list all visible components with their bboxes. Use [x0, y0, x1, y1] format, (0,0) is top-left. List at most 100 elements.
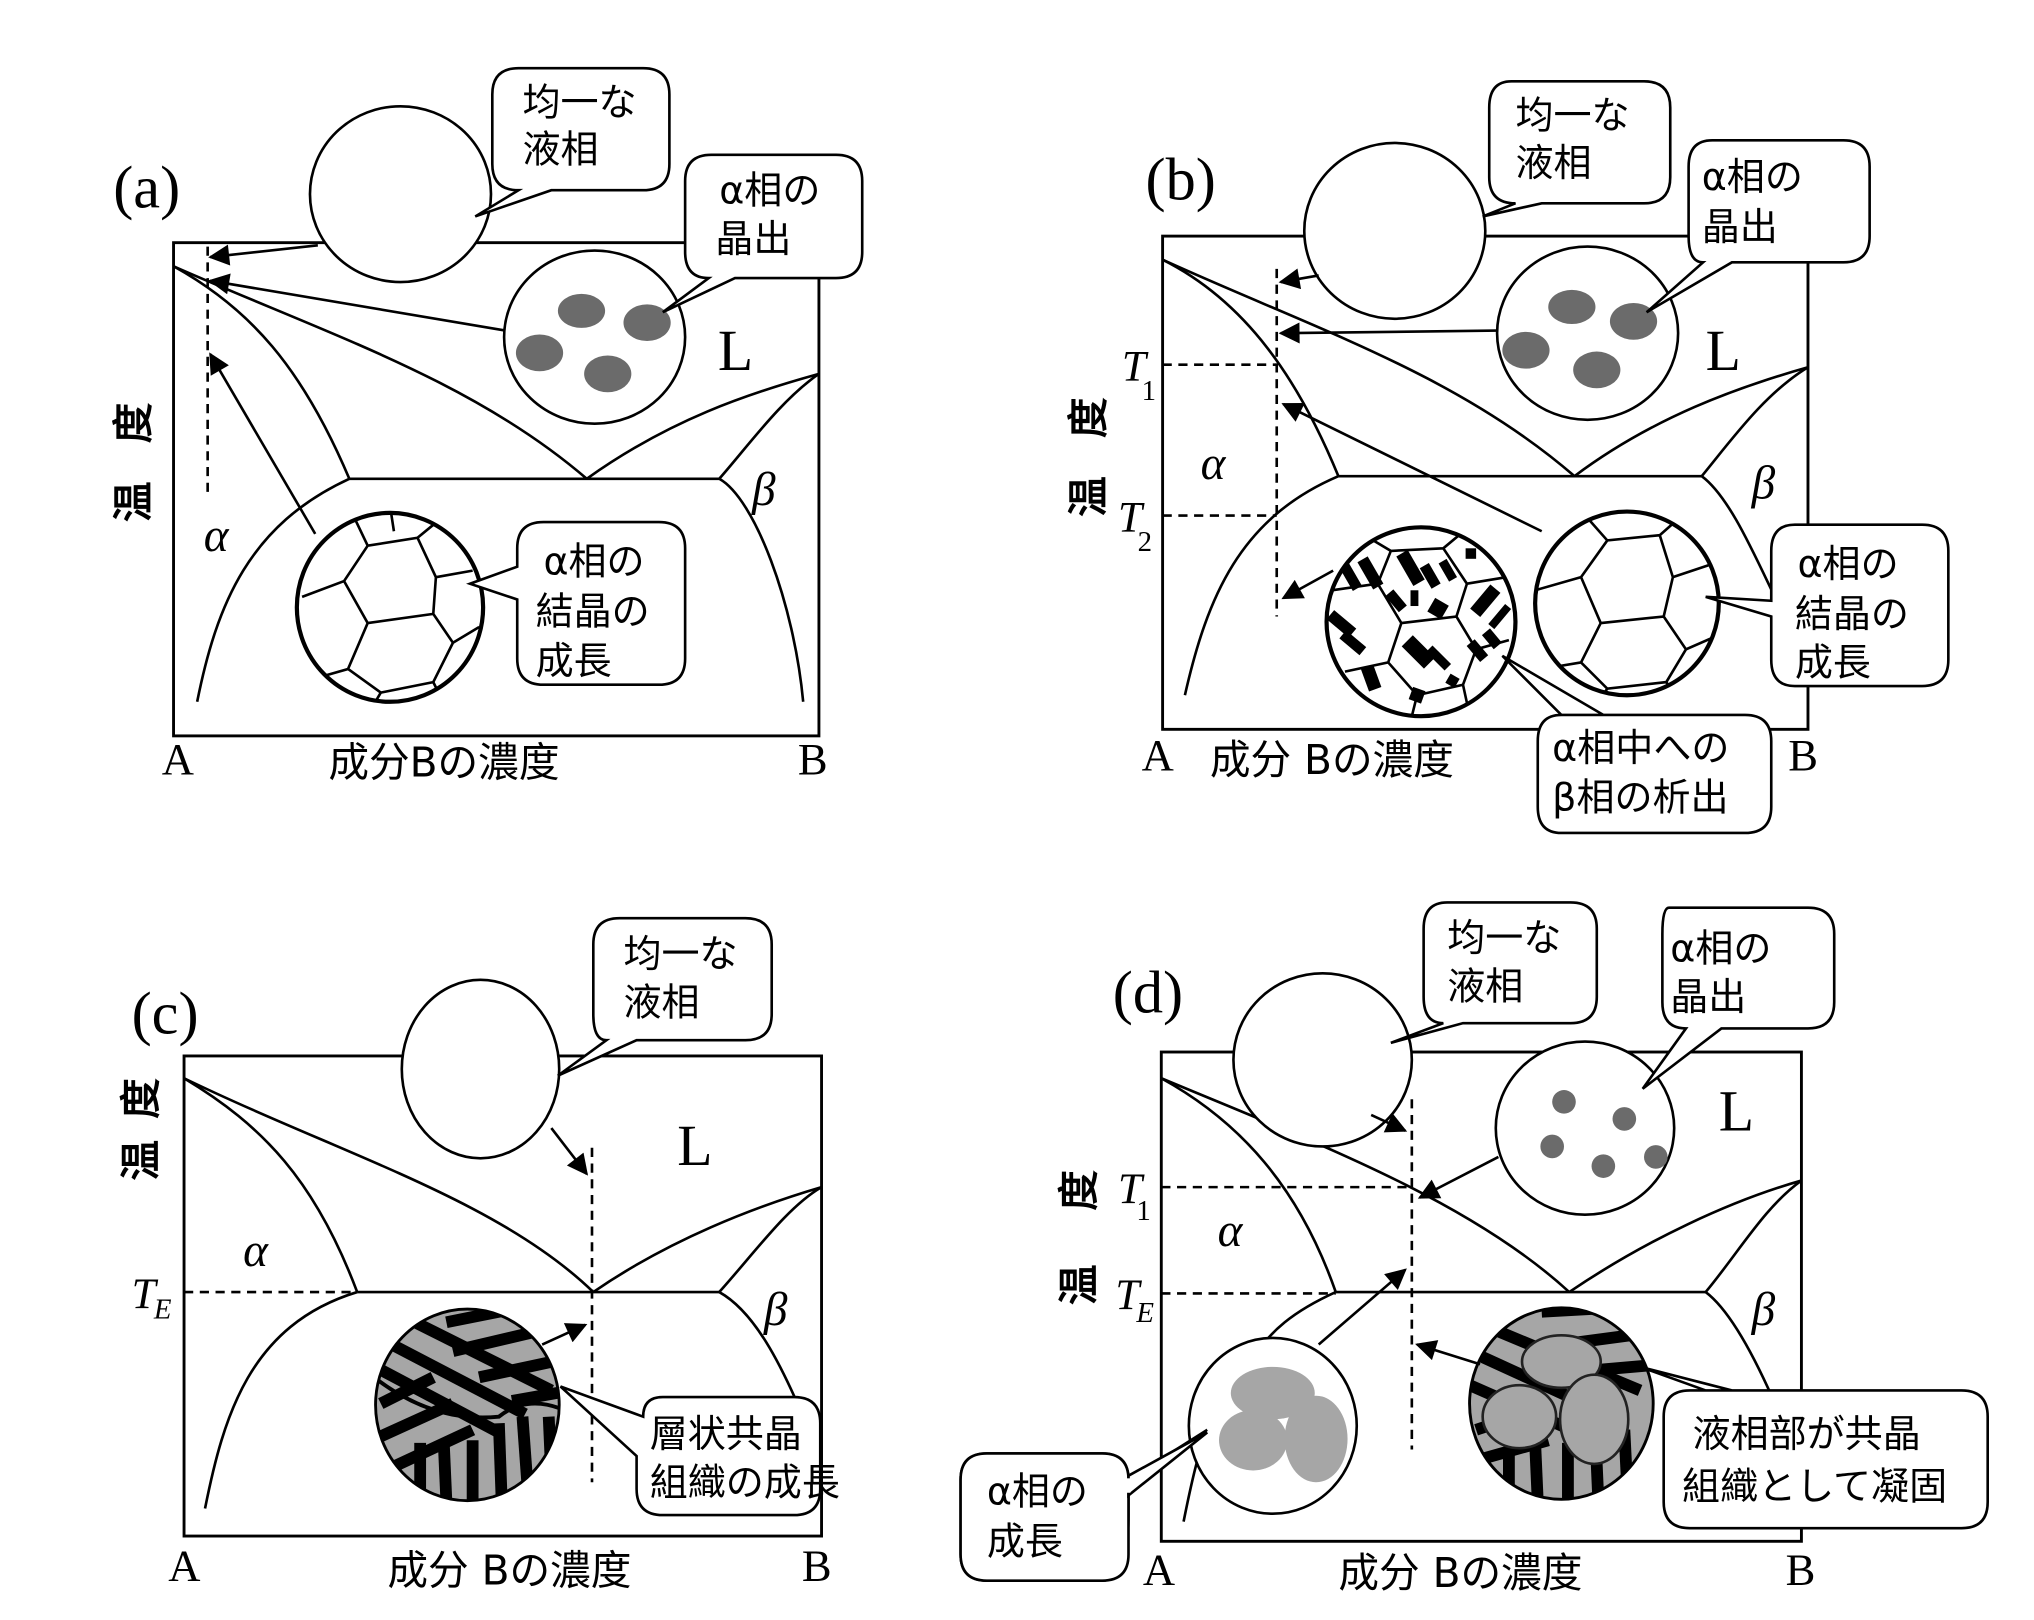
alpha-crystal: [1284, 1395, 1348, 1483]
axis-label-a-component: A: [1142, 730, 1174, 780]
solidus-right-d: [1704, 1179, 1803, 1293]
arrow-grain-b: [1281, 402, 1543, 533]
liquidus-left-b: [1162, 258, 1576, 478]
y-axis-char-1: 温: [117, 1140, 165, 1181]
solidus-right-b: [1700, 366, 1809, 477]
callout-liquid-d: [1390, 901, 1599, 1045]
axis-label-b-component: B: [802, 1541, 832, 1591]
solidus-left-b: [1162, 258, 1340, 477]
axis-label-a-component: A: [162, 734, 194, 784]
alpha-crystal: [1644, 1145, 1668, 1169]
arrow-primary-b: [1278, 322, 1498, 344]
callout-primary-a: [662, 153, 864, 314]
liquid-microstructure: [1302, 141, 1487, 321]
alpha-crystal: [584, 355, 632, 393]
callout-text: 成長: [987, 1519, 1063, 1563]
beta-precipitate-microstructure: [1324, 525, 1518, 719]
alpha-crystal: [623, 304, 671, 342]
callout-growth-box: [959, 1452, 1130, 1582]
alpha-grains-pattern: [296, 512, 484, 702]
y-axis-char-2: 度: [1064, 397, 1112, 438]
solidus-left-d: [1160, 1077, 1337, 1293]
liquidus-left-a: [173, 265, 588, 480]
axis-label-a-component: A: [1143, 1545, 1175, 1595]
panel-label-c: (c): [132, 981, 199, 1048]
x-axis-title: 成分 Bの濃度: [1210, 736, 1454, 784]
arrow-grain-a: [209, 352, 317, 535]
alpha-crystal: [515, 334, 564, 372]
liquidus-left-c: [183, 1077, 595, 1294]
y-axis-char-1: 温: [1064, 476, 1112, 517]
callout-text: 晶出: [1702, 205, 1778, 249]
diagram-frame-d: [1159, 1050, 1803, 1543]
t2-subscript: 2: [1138, 526, 1152, 558]
alpha-crystal: [1540, 1134, 1564, 1159]
liquid-microstructure: [1232, 972, 1414, 1148]
panel-d: (d) T 1 T E L α β A B 成分 Bの濃度 温 度 均一な 液相: [959, 901, 1989, 1597]
callout-eutectic-d: [1639, 1365, 1989, 1530]
phase-label-beta: β: [763, 1284, 788, 1336]
axis-label-b-component: B: [798, 734, 828, 784]
phase-label-alpha: α: [243, 1225, 269, 1277]
lamellar-eutectic-microstructure: [374, 1307, 561, 1503]
phase-label-liquid: L: [1706, 320, 1741, 383]
y-axis-char-2: 度: [1055, 1170, 1103, 1211]
eutectic-with-primary-pattern: [1469, 1307, 1654, 1500]
callout-text: α相の: [1702, 155, 1803, 199]
solidus-left-c: [183, 1077, 359, 1293]
callout-primary-b: [1645, 139, 1871, 314]
x-axis-title: 成分 Bの濃度: [1338, 1549, 1582, 1597]
alpha-crystal: [1573, 351, 1621, 389]
callout-text: α相の: [719, 168, 820, 212]
callout-text: α相中への: [1552, 726, 1729, 770]
phase-label-liquid: L: [718, 320, 753, 383]
axis-label-a-component: A: [168, 1541, 200, 1591]
liquidus-left-d: [1160, 1077, 1571, 1294]
callout-text: 液相: [522, 128, 598, 172]
callout-text: 晶出: [715, 217, 791, 261]
arrow-precipitate-b: [1281, 569, 1334, 600]
callout-text: 液相: [623, 980, 699, 1024]
callout-text: α相の: [1670, 927, 1771, 971]
callout-text: 均一な: [623, 932, 737, 976]
callout-text: 成長: [536, 639, 612, 683]
primary-alpha-microstructure: [502, 249, 687, 426]
callout-text: 結晶の: [1795, 592, 1909, 636]
arrow-eutectic-c: [541, 1323, 588, 1346]
y-axis-char-1: 温: [109, 481, 157, 522]
alpha-crystal: [1502, 331, 1550, 369]
beta-precipitate-pattern: [1326, 527, 1516, 717]
axis-label-b-component: B: [1788, 730, 1818, 780]
axis-label-b-component: B: [1786, 1545, 1816, 1595]
panel-label-d: (d): [1113, 960, 1183, 1027]
x-axis-title: 成分Bの濃度: [328, 739, 559, 787]
te-label: T: [1115, 1271, 1142, 1319]
primary-alpha-microstructure: [1494, 1040, 1676, 1216]
arrow-liquid-c: [550, 1127, 589, 1176]
te-subscript: E: [153, 1293, 172, 1325]
y-axis-char-2: 度: [117, 1078, 165, 1119]
callout-text: 結晶の: [536, 589, 650, 633]
liquid-microstructure: [400, 978, 561, 1160]
callout-eutectic-c: [559, 1385, 822, 1517]
arrow-primary-d: [1417, 1155, 1500, 1199]
solidus-left-a: [172, 265, 351, 480]
callout-precipitate-b: [1501, 654, 1773, 835]
liquidus-right-b: [1573, 366, 1809, 478]
y-axis-char-2: 度: [109, 402, 157, 443]
callout-text: α相の: [543, 540, 644, 584]
callout-liquid-a: [474, 66, 671, 218]
callout-text: 液相部が共晶: [1693, 1412, 1921, 1456]
t1-subscript: 1: [1136, 1195, 1150, 1227]
panel-c: (c) T E L α β A B 成分 Bの濃度 温 度 均一な 液相: [117, 916, 840, 1595]
solvus-left-c: [203, 1290, 358, 1509]
phase-label-liquid: L: [1719, 1081, 1754, 1144]
phase-label-alpha: α: [1201, 438, 1227, 490]
alpha-crystal: [1548, 289, 1596, 324]
callout-text: 均一な: [1515, 94, 1629, 138]
solvus-left-a: [195, 477, 350, 703]
t1-subscript: 1: [1142, 375, 1156, 407]
alpha-grains-microstructure: [294, 510, 486, 704]
panel-b: (b) T 1 T 2 L α β A B 成分 Bの濃度 温 度 均一な 液相: [1064, 80, 1950, 835]
solvus-right-a: [718, 477, 805, 702]
